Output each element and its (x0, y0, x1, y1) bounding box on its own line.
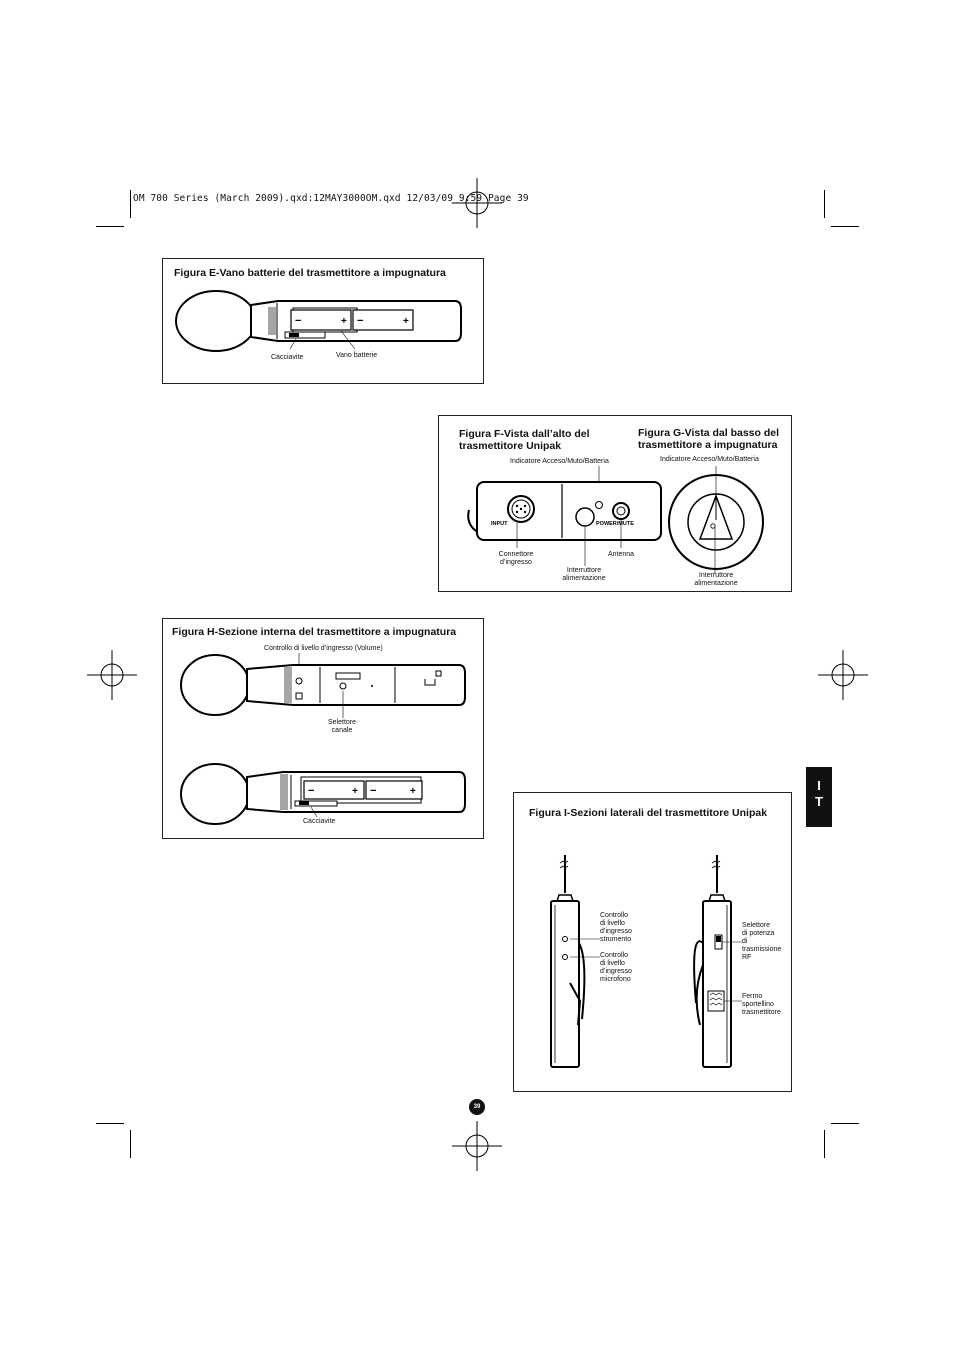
registration-mark-top (452, 178, 502, 228)
unipak-side-views-illustration (550, 855, 742, 1068)
figure-h-panel: Figura H-Sezione interna del trasmettito… (162, 618, 484, 839)
handheld-battery-illustration: − + − + (175, 290, 462, 352)
figure-i-panel: Figura I-Sezioni laterali del trasmettit… (513, 792, 792, 1092)
battery-compartment-label: Vano batterie (336, 352, 378, 359)
svg-text:−: − (308, 785, 314, 797)
figure-g-title-line2: trasmettitore a impugnatura (638, 439, 778, 451)
handheld-indicator-label: Indicatore Acceso/Muto/Batteria (660, 456, 759, 463)
input-port-label: INPUT (491, 521, 508, 527)
svg-text:+: + (341, 316, 347, 327)
svg-text:−: − (357, 315, 363, 327)
registration-mark-left (87, 650, 137, 700)
svg-text:+: + (403, 316, 409, 327)
figure-i-title: Figura I-Sezioni laterali del trasmettit… (529, 807, 768, 819)
screwdriver-label-h: Cacciavite (303, 818, 336, 825)
figure-f-title: Figura F-Vista dall’alto del trasmettito… (459, 428, 590, 452)
figure-h-title: Figura H-Sezione interna del trasmettito… (172, 626, 457, 638)
unipak-top-view-illustration: INPUT POWER/MUTE (467, 466, 662, 566)
registration-mark-right (818, 650, 868, 700)
svg-text:−: − (295, 315, 301, 327)
power-mute-label: POWER/MUTE (596, 521, 634, 527)
volume-control-label: Controllo di livello d’ingresso (Volume) (264, 645, 383, 652)
svg-text:+: + (352, 786, 358, 797)
handheld-internal-illustration (180, 653, 466, 718)
figure-e-title: Figura E-Vano batterie del trasmettitore… (174, 267, 446, 279)
antenna-label: Antenna (608, 551, 635, 558)
page-number: 39 (469, 1099, 485, 1115)
unipak-indicator-label: Indicatore Acceso/Muto/Batteria (510, 458, 609, 465)
registration-mark-bottom (452, 1121, 502, 1171)
handheld-battery-view-illustration: − + − + (180, 763, 466, 825)
figure-fg-panel: Figura F-Vista dall’alto del trasmettito… (438, 415, 792, 592)
screwdriver-label: Cacciavite (271, 354, 304, 361)
file-slug-line: OM 700 Series (March 2009).qxd:12MAY3000… (133, 193, 529, 204)
svg-text:−: − (370, 785, 376, 797)
figure-e-panel: Figura E-Vano batterie del trasmettitore… (162, 258, 484, 384)
figure-g-title: Figura G-Vista dal basso del trasmettito… (638, 427, 779, 451)
svg-text:+: + (410, 786, 416, 797)
figure-g-title-line1: Figura G-Vista dal basso del (638, 427, 780, 439)
figure-f-title-line2: trasmettitore Unipak (459, 440, 562, 452)
handheld-bottom-view-illustration (668, 466, 764, 574)
figure-f-title-line1: Figura F-Vista dall’alto del (459, 428, 590, 440)
